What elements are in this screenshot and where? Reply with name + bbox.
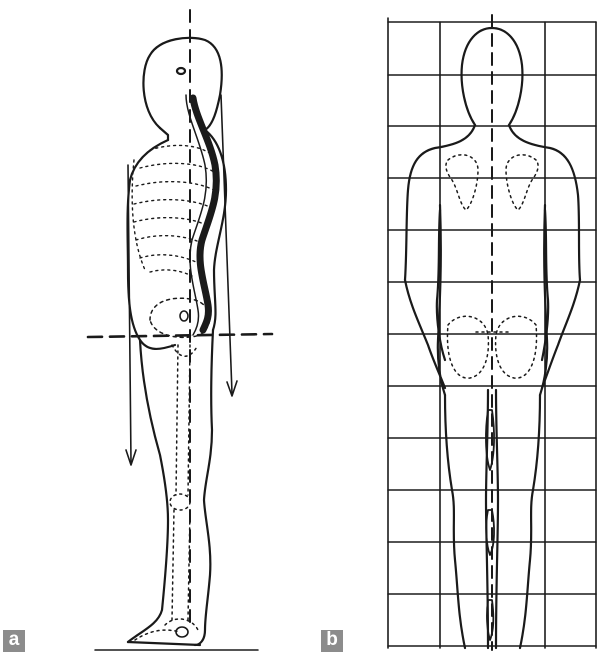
- torso-front: [128, 140, 176, 349]
- back-arrow: [221, 95, 237, 396]
- leg-left: [445, 395, 465, 648]
- pelvic-line: [88, 334, 272, 337]
- panel-a-side-view: [88, 10, 272, 650]
- head-outline: [143, 38, 221, 130]
- ear-mark: [177, 68, 185, 74]
- leg-right: [520, 395, 540, 648]
- panel-b-back-view: [388, 15, 596, 650]
- panel-a-label: a: [3, 630, 25, 652]
- hip-joint: [180, 311, 188, 321]
- leg-front: [128, 340, 168, 642]
- panel-b-label: b: [321, 630, 343, 652]
- femur: [172, 345, 198, 495]
- spine: [193, 98, 216, 330]
- leg-back: [195, 330, 213, 645]
- scapulae: [446, 155, 538, 210]
